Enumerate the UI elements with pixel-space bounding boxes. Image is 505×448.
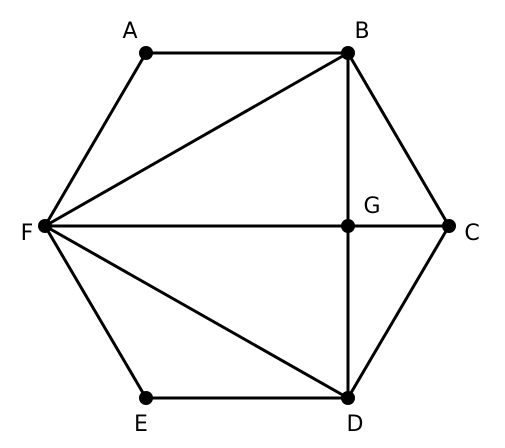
edge-f-a bbox=[43, 51, 148, 228]
vertex-b bbox=[341, 46, 355, 60]
edge-c-d bbox=[346, 224, 451, 400]
vertex-d bbox=[341, 391, 355, 405]
vertex-c bbox=[442, 219, 456, 233]
vertex-label-c: C bbox=[464, 221, 479, 246]
edges-layer bbox=[43, 51, 451, 400]
edge-e-f bbox=[43, 224, 148, 400]
vertex-label-b: B bbox=[354, 19, 369, 44]
vertex-label-f: F bbox=[21, 221, 34, 246]
labels-layer: A B C D E F G bbox=[21, 19, 480, 437]
vertex-label-g: G bbox=[363, 194, 380, 219]
edge-f-b bbox=[43, 51, 350, 228]
vertex-a bbox=[139, 46, 153, 60]
vertex-e bbox=[139, 391, 153, 405]
vertex-g bbox=[341, 219, 355, 233]
edge-b-c bbox=[346, 51, 451, 228]
vertex-label-d: D bbox=[347, 412, 364, 437]
vertices-layer bbox=[38, 46, 456, 405]
vertex-label-a: A bbox=[122, 19, 137, 44]
vertex-label-e: E bbox=[134, 412, 148, 437]
edge-f-d bbox=[43, 224, 350, 400]
vertex-f bbox=[38, 219, 52, 233]
